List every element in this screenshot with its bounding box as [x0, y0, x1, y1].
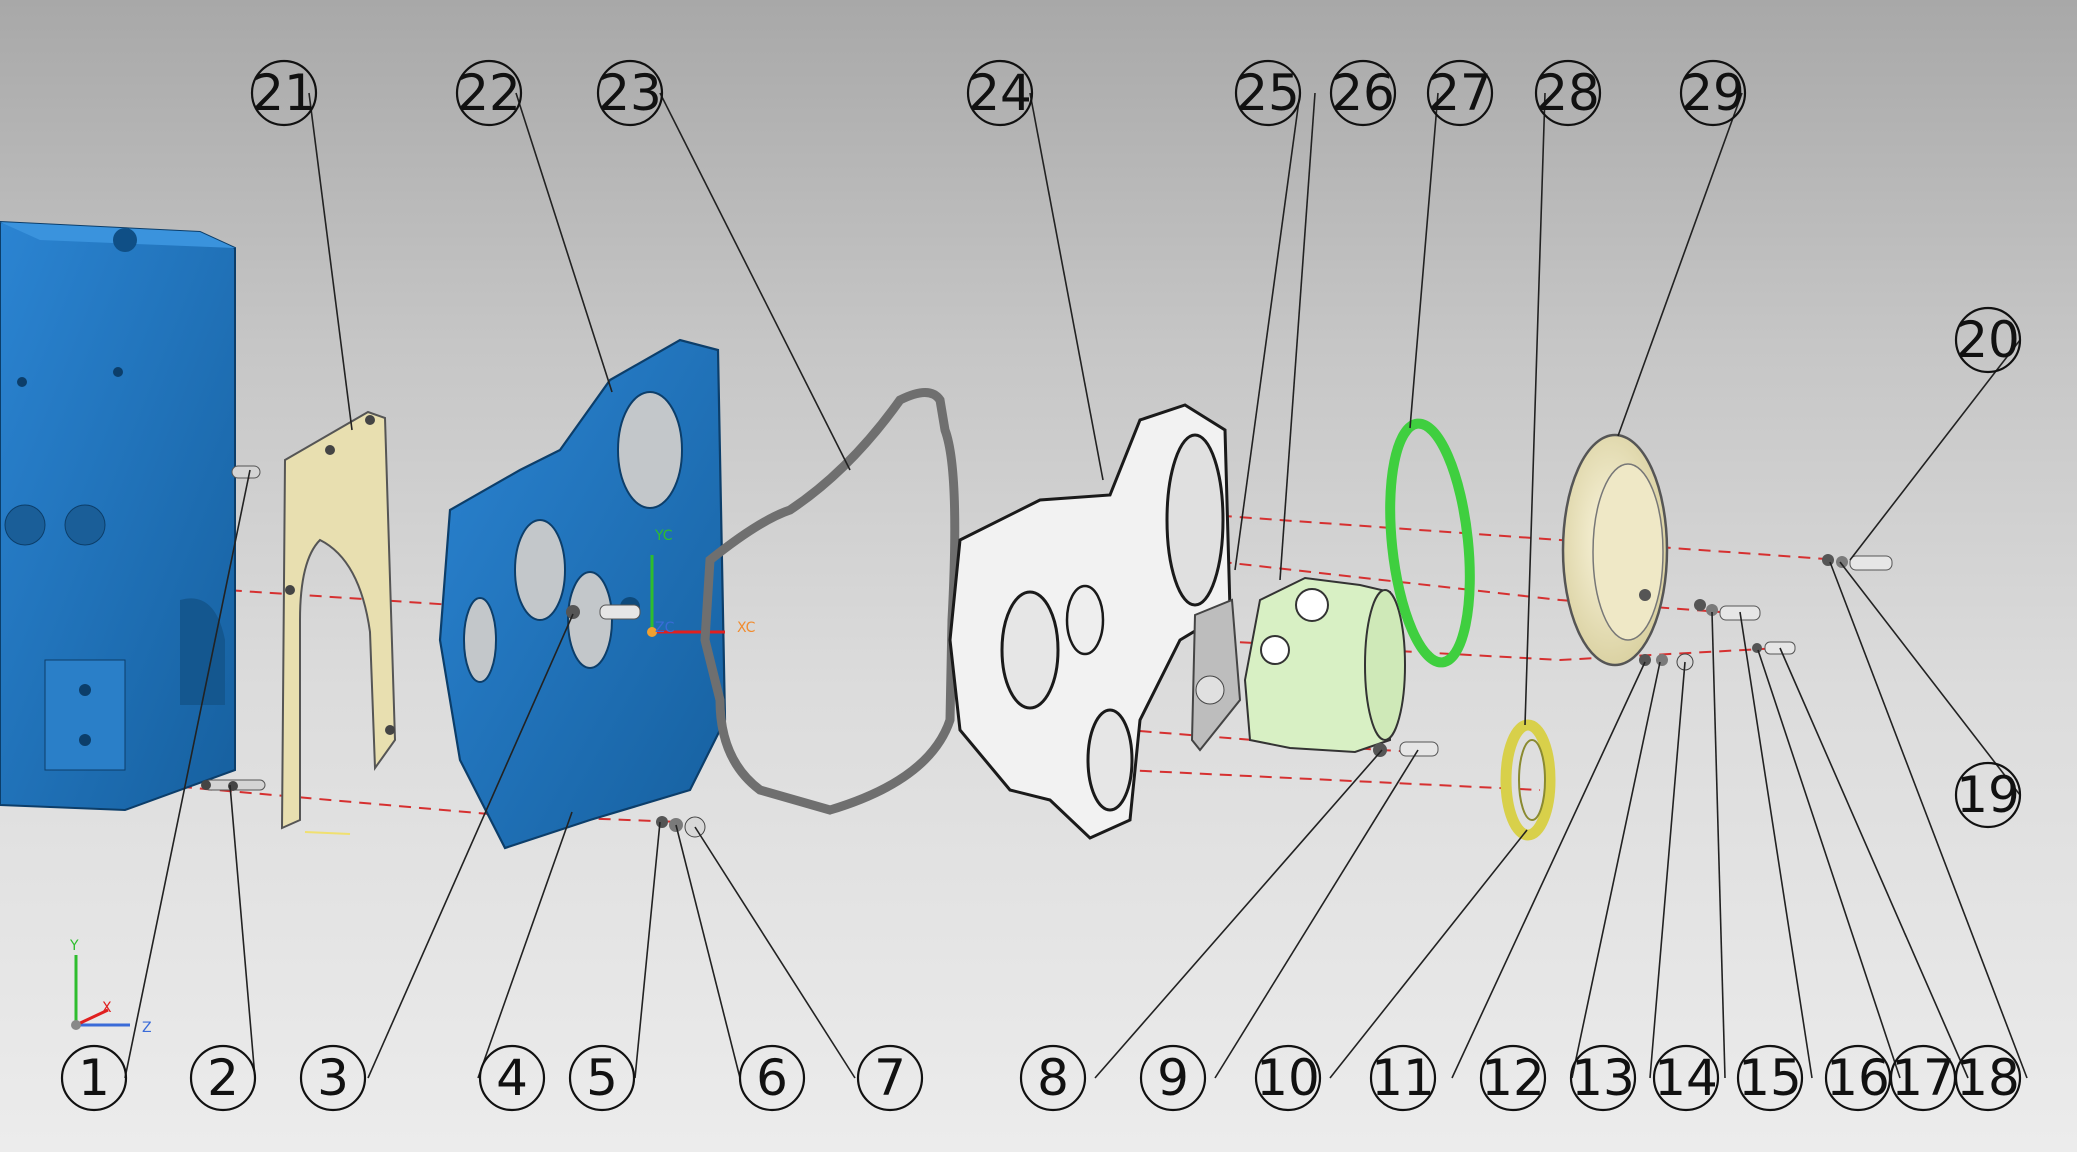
balloons-bottom: 1 2 3 4 5 6 7 8 9 10 11 12 13 14 15 16 1…: [60, 1044, 2022, 1112]
balloon-23: 23: [596, 59, 664, 127]
svg-text:22: 22: [457, 64, 521, 122]
balloon-8: 8: [1019, 1044, 1087, 1112]
leader-lines: [124, 92, 2028, 1079]
engine-block[interactable]: [0, 220, 236, 812]
balloon-2: 2: [189, 1044, 257, 1112]
balloon-3: 3: [299, 1044, 367, 1112]
oil-seal[interactable]: [1500, 719, 1556, 841]
balloon-21: 21: [250, 59, 318, 127]
balloon-1: 1: [60, 1044, 128, 1112]
balloon-20: 20: [1954, 306, 2022, 374]
svg-text:1: 1: [78, 1049, 110, 1107]
balloon-15: 15: [1736, 1044, 1804, 1112]
svg-text:28: 28: [1536, 64, 1600, 122]
triad-x-label: X: [102, 1000, 112, 1016]
balloon-5: 5: [568, 1044, 636, 1112]
balloon-19: 19: [1954, 761, 2022, 829]
balloon-10: 10: [1254, 1044, 1322, 1112]
balloon-11: 11: [1369, 1044, 1437, 1112]
svg-text:4: 4: [496, 1049, 528, 1107]
timing-cover-gasket[interactable]: [700, 388, 960, 815]
balloon-24: 24: [966, 59, 1034, 127]
balloon-29: 29: [1679, 59, 1747, 127]
svg-text:17: 17: [1891, 1049, 1955, 1107]
svg-text:15: 15: [1738, 1049, 1802, 1107]
balloon-28: 28: [1534, 59, 1602, 127]
svg-text:13: 13: [1571, 1049, 1635, 1107]
svg-text:25: 25: [1236, 64, 1300, 122]
wcs-xc-label: XC: [737, 620, 756, 636]
balloon-16: 16: [1824, 1044, 1892, 1112]
view-triad-icon: Y X Z: [69, 938, 152, 1036]
svg-text:23: 23: [598, 64, 662, 122]
wcs-axes: YC XC ZC: [647, 528, 756, 637]
balloons-top: 21 22 23 24 25 26 27 28 29: [250, 59, 1747, 127]
balloon-25: 25: [1234, 59, 1302, 127]
svg-text:27: 27: [1428, 64, 1492, 122]
svg-text:2: 2: [207, 1049, 239, 1107]
balloon-27: 27: [1426, 59, 1494, 127]
balloon-4: 4: [478, 1044, 546, 1112]
svg-text:21: 21: [252, 64, 316, 122]
pump-gasket[interactable]: [1190, 598, 1242, 752]
svg-text:29: 29: [1681, 64, 1745, 122]
wcs-zc-label: ZC: [655, 620, 675, 636]
timing-cover[interactable]: [948, 403, 1232, 840]
balloon-12: 12: [1479, 1044, 1547, 1112]
svg-text:10: 10: [1256, 1049, 1320, 1107]
balloon-7: 7: [856, 1044, 924, 1112]
green-seal-ring[interactable]: [1380, 418, 1481, 668]
svg-text:12: 12: [1481, 1049, 1545, 1107]
balloon-26: 26: [1329, 59, 1397, 127]
balloon-14: 14: [1652, 1044, 1720, 1112]
svg-text:7: 7: [874, 1049, 906, 1107]
balloon-18: 18: [1954, 1044, 2022, 1112]
oil-pump-housing[interactable]: [1243, 576, 1439, 757]
triad-z-label: Z: [142, 1020, 152, 1036]
svg-text:5: 5: [586, 1049, 618, 1107]
svg-text:16: 16: [1826, 1049, 1890, 1107]
balloon-9: 9: [1139, 1044, 1207, 1112]
svg-text:9: 9: [1157, 1049, 1189, 1107]
end-cover[interactable]: [1561, 433, 1669, 667]
balloon-22: 22: [455, 59, 523, 127]
balloon-13: 13: [1569, 1044, 1637, 1112]
front-plate[interactable]: [438, 338, 727, 850]
svg-text:24: 24: [968, 64, 1032, 122]
balloons-right: 20 19: [1954, 306, 2022, 829]
svg-text:26: 26: [1331, 64, 1395, 122]
svg-text:11: 11: [1371, 1049, 1435, 1107]
svg-text:8: 8: [1037, 1049, 1069, 1107]
wcs-yc-label: YC: [654, 528, 673, 544]
svg-text:6: 6: [756, 1049, 788, 1107]
svg-text:19: 19: [1956, 766, 2020, 824]
triad-y-label: Y: [69, 938, 79, 954]
front-plate-gasket[interactable]: [280, 410, 397, 835]
dowel-pins[interactable]: [201, 465, 266, 791]
balloon-17: 17: [1889, 1044, 1957, 1112]
balloon-6: 6: [738, 1044, 806, 1112]
svg-text:18: 18: [1956, 1049, 2020, 1107]
svg-text:20: 20: [1956, 311, 2020, 369]
svg-text:14: 14: [1654, 1049, 1718, 1107]
svg-text:3: 3: [317, 1049, 349, 1107]
